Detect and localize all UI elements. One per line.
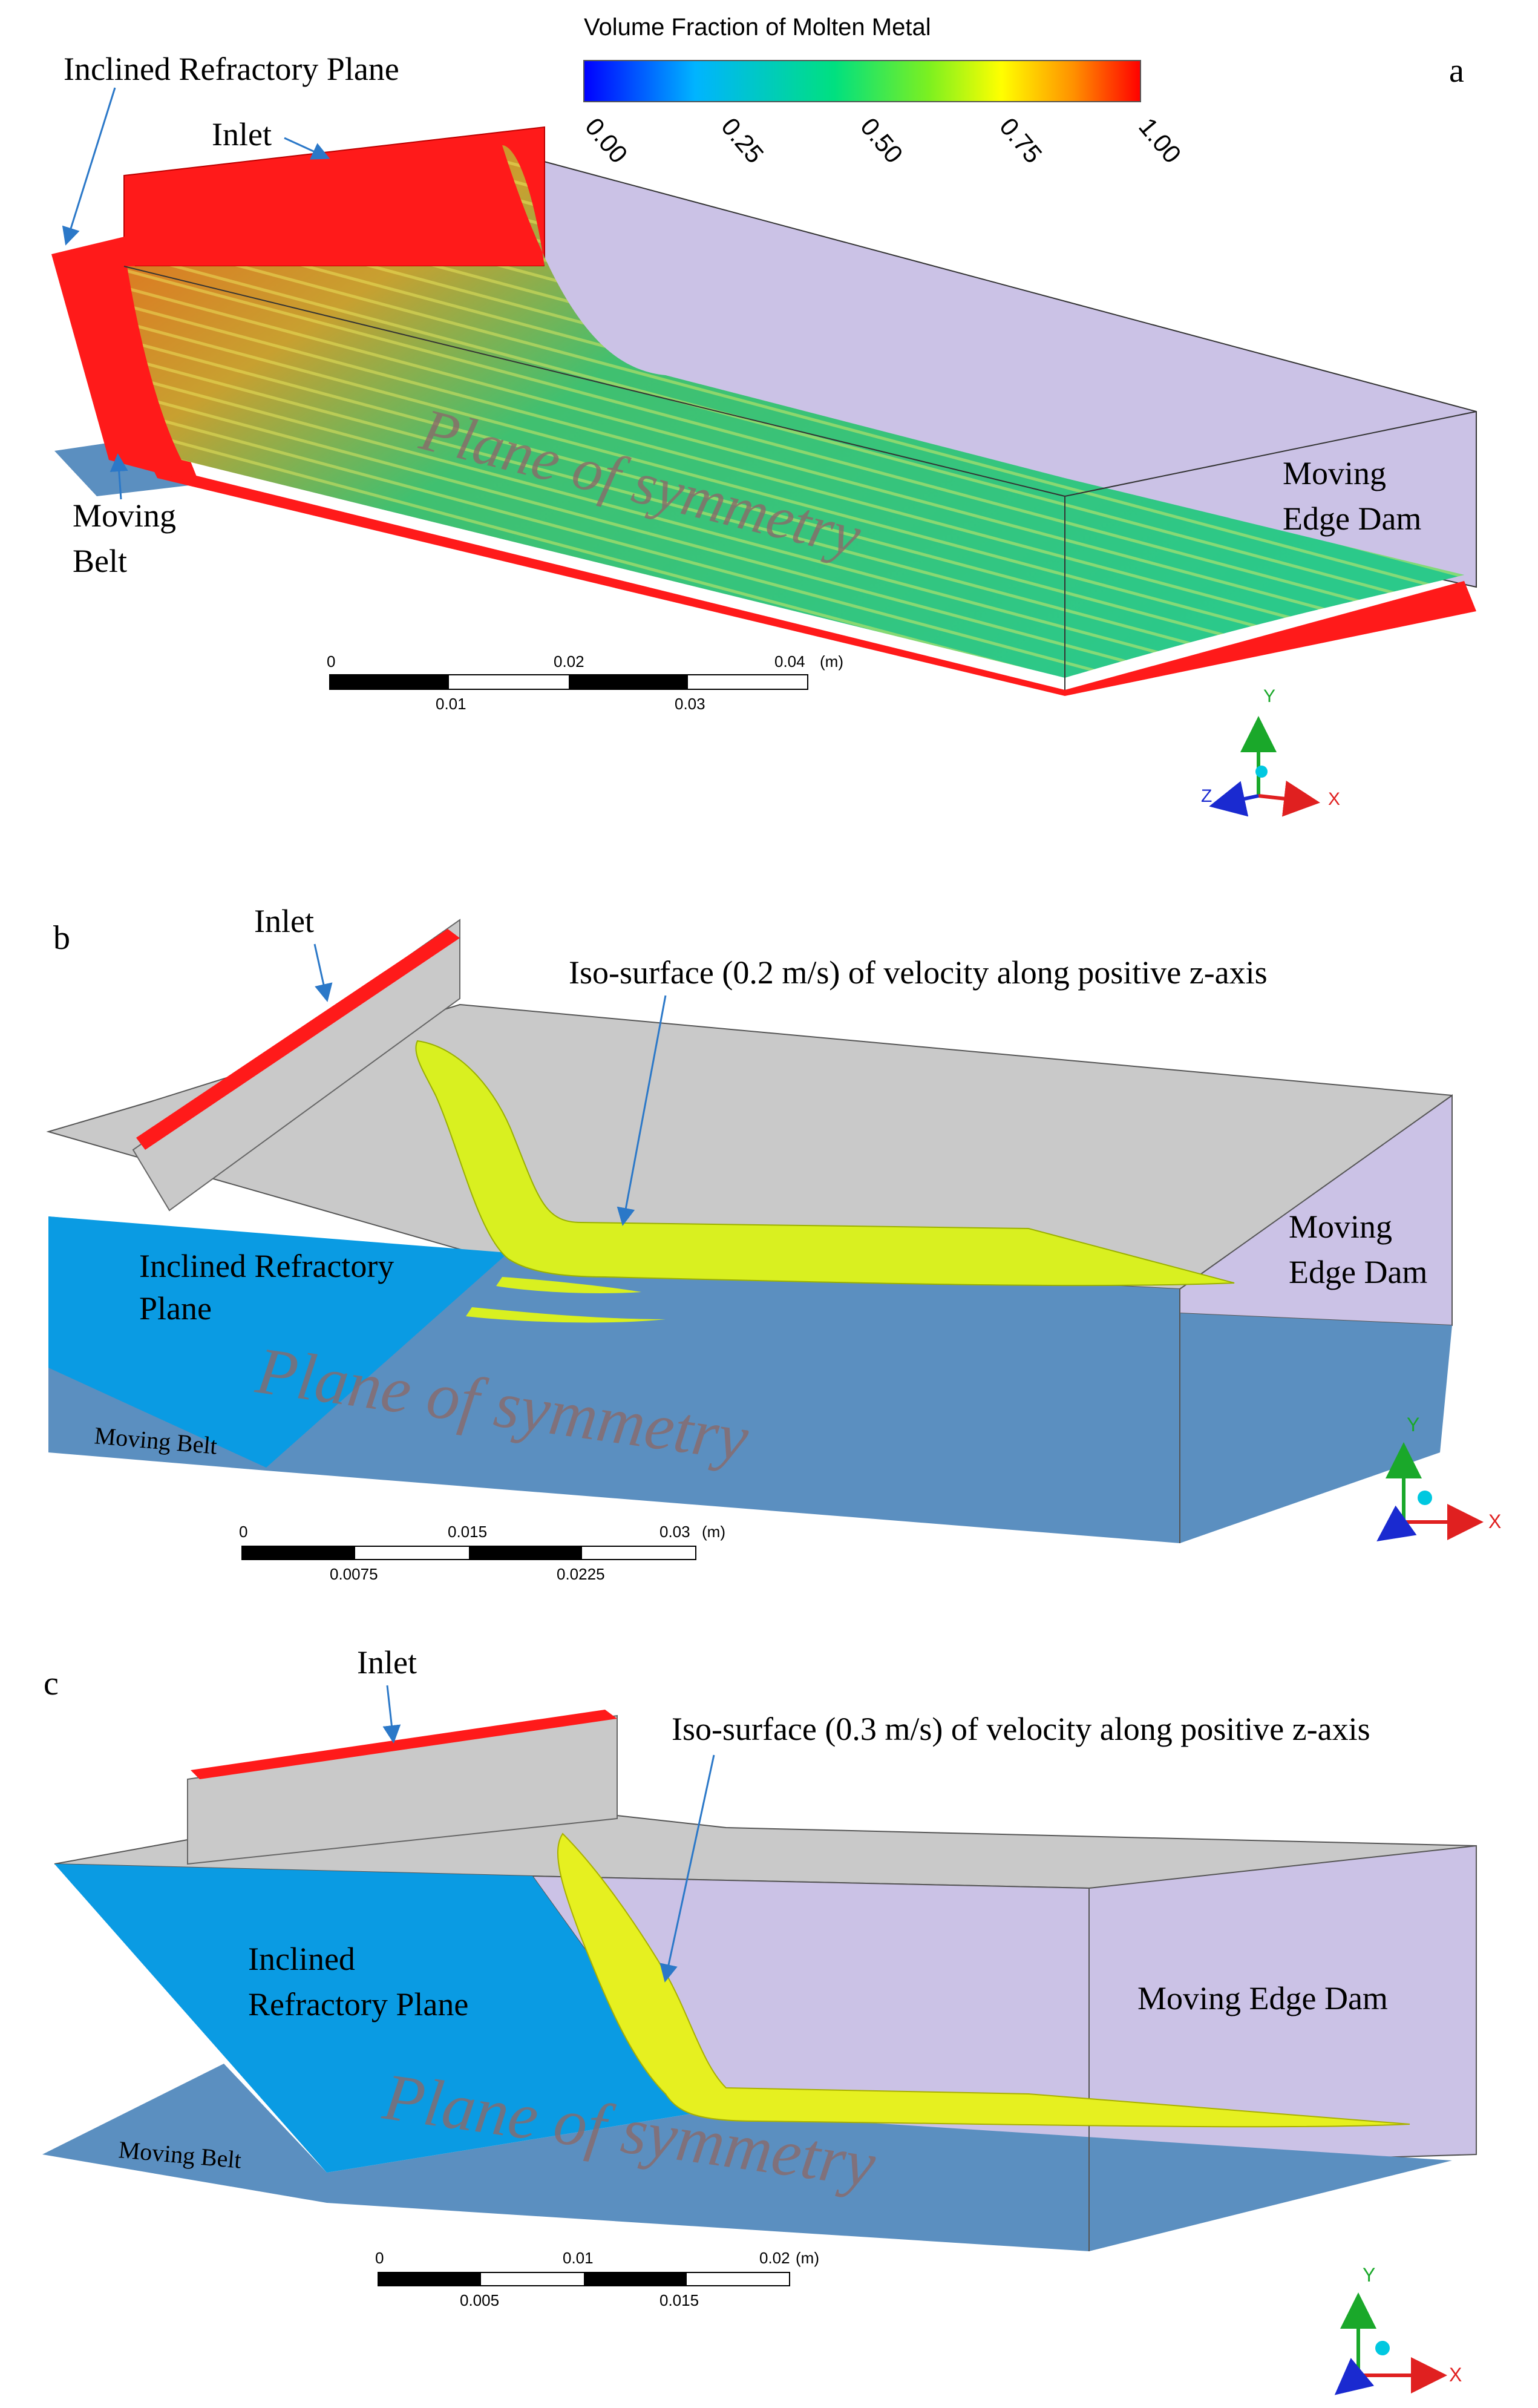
svg-text:X: X [1449,2364,1462,2386]
inclined-plane-a [51,236,200,484]
inclined-plane-b [48,1216,508,1468]
svg-text:0.0225: 0.0225 [557,1565,605,1583]
label-inclined-plane-b: Inclined Refractory [139,1248,394,1284]
svg-text:0.015: 0.015 [659,2291,699,2309]
colorbar-tick: 1.00 [1133,113,1187,169]
inclined-plane-c [54,1864,702,2173]
axes-triad-b: Y X [1376,1414,1501,1541]
svg-text:Belt: Belt [73,543,127,579]
colorbar-title: Volume Fraction of Molten Metal [584,14,931,41]
svg-text:0.015: 0.015 [448,1523,487,1541]
svg-text:0.0075: 0.0075 [330,1565,378,1583]
panel-letter-b: b [53,919,70,957]
symmetry-plane-c [42,2064,1452,2251]
panel-b: b Inlet Iso-surface (0.2 m/s) of velocit… [46,903,1501,1583]
inlet-red-b [136,929,460,1150]
svg-text:0.02: 0.02 [554,652,584,671]
svg-text:0.02: 0.02 [759,2249,790,2267]
inlet-wall-a [123,126,545,267]
axes-triad-a: Y X Z [1201,686,1340,817]
label-edge-dam-a: Moving [1283,455,1386,491]
svg-text:(m): (m) [702,1523,725,1541]
svg-text:Edge Dam: Edge Dam [1289,1254,1427,1290]
label-inclined-plane-c: Inclined [248,1941,355,1977]
svg-text:Y: Y [1407,1414,1419,1435]
axes-triad-c: Y X [1334,2264,1462,2395]
label-iso-surface-b: Iso-surface (0.2 m/s) of velocity along … [569,954,1268,991]
svg-text:X: X [1328,789,1340,809]
label-inlet-a: Inlet [212,116,272,153]
label-moving-belt-a: Moving [73,497,176,534]
label-edge-dam-b: Moving [1289,1209,1392,1245]
svg-text:0: 0 [327,652,335,671]
svg-text:Refractory Plane: Refractory Plane [248,1986,468,2023]
label-inlet-b: Inlet [254,903,314,939]
svg-text:0: 0 [375,2249,384,2267]
svg-text:0.01: 0.01 [563,2249,594,2267]
label-inclined-plane-a: Inclined Refractory Plane [64,51,399,87]
panel-c: c Inlet Iso-surface (0.3 m/s) of velocit… [42,1644,1477,2395]
colorbar-tick: 0.25 [716,113,770,169]
svg-text:0.005: 0.005 [460,2291,499,2309]
panel-letter-a: a [1449,52,1464,90]
svg-text:X: X [1488,1511,1501,1532]
inlet-red-c [191,1710,617,1779]
panel-letter-c: c [44,1665,59,1702]
label-iso-surface-c: Iso-surface (0.3 m/s) of velocity along … [672,1711,1370,1747]
svg-text:(m): (m) [820,652,843,671]
colorbar-tick: 0.75 [994,113,1048,169]
colorbar [583,60,1141,102]
svg-text:Edge Dam: Edge Dam [1283,500,1421,537]
scale-bar-a: 0 0.02 0.04 (m) 0.01 0.03 [327,652,843,713]
panel-a: Volume Fraction of Molten Metal 0.00 0.2… [51,14,1477,817]
colorbar-tick: 0.00 [580,113,633,169]
scale-bar-c: 0 0.01 0.02 (m) 0.005 0.015 [375,2249,819,2309]
svg-text:0.01: 0.01 [436,695,466,713]
label-edge-dam-c: Moving Edge Dam [1137,1980,1388,2016]
svg-text:Y: Y [1363,2264,1375,2286]
svg-text:Y: Y [1263,686,1275,706]
svg-text:Z: Z [1201,786,1212,806]
svg-text:0.03: 0.03 [675,695,705,713]
svg-text:0: 0 [239,1523,247,1541]
colorbar-tick: 0.50 [855,113,909,169]
svg-text:0.03: 0.03 [659,1523,690,1541]
svg-text:0.04: 0.04 [774,652,805,671]
svg-text:Plane: Plane [139,1290,212,1327]
label-inlet-c: Inlet [357,1644,417,1681]
svg-text:(m): (m) [796,2249,819,2267]
scale-bar-b: 0 0.015 0.03 (m) 0.0075 0.0225 [239,1523,725,1583]
